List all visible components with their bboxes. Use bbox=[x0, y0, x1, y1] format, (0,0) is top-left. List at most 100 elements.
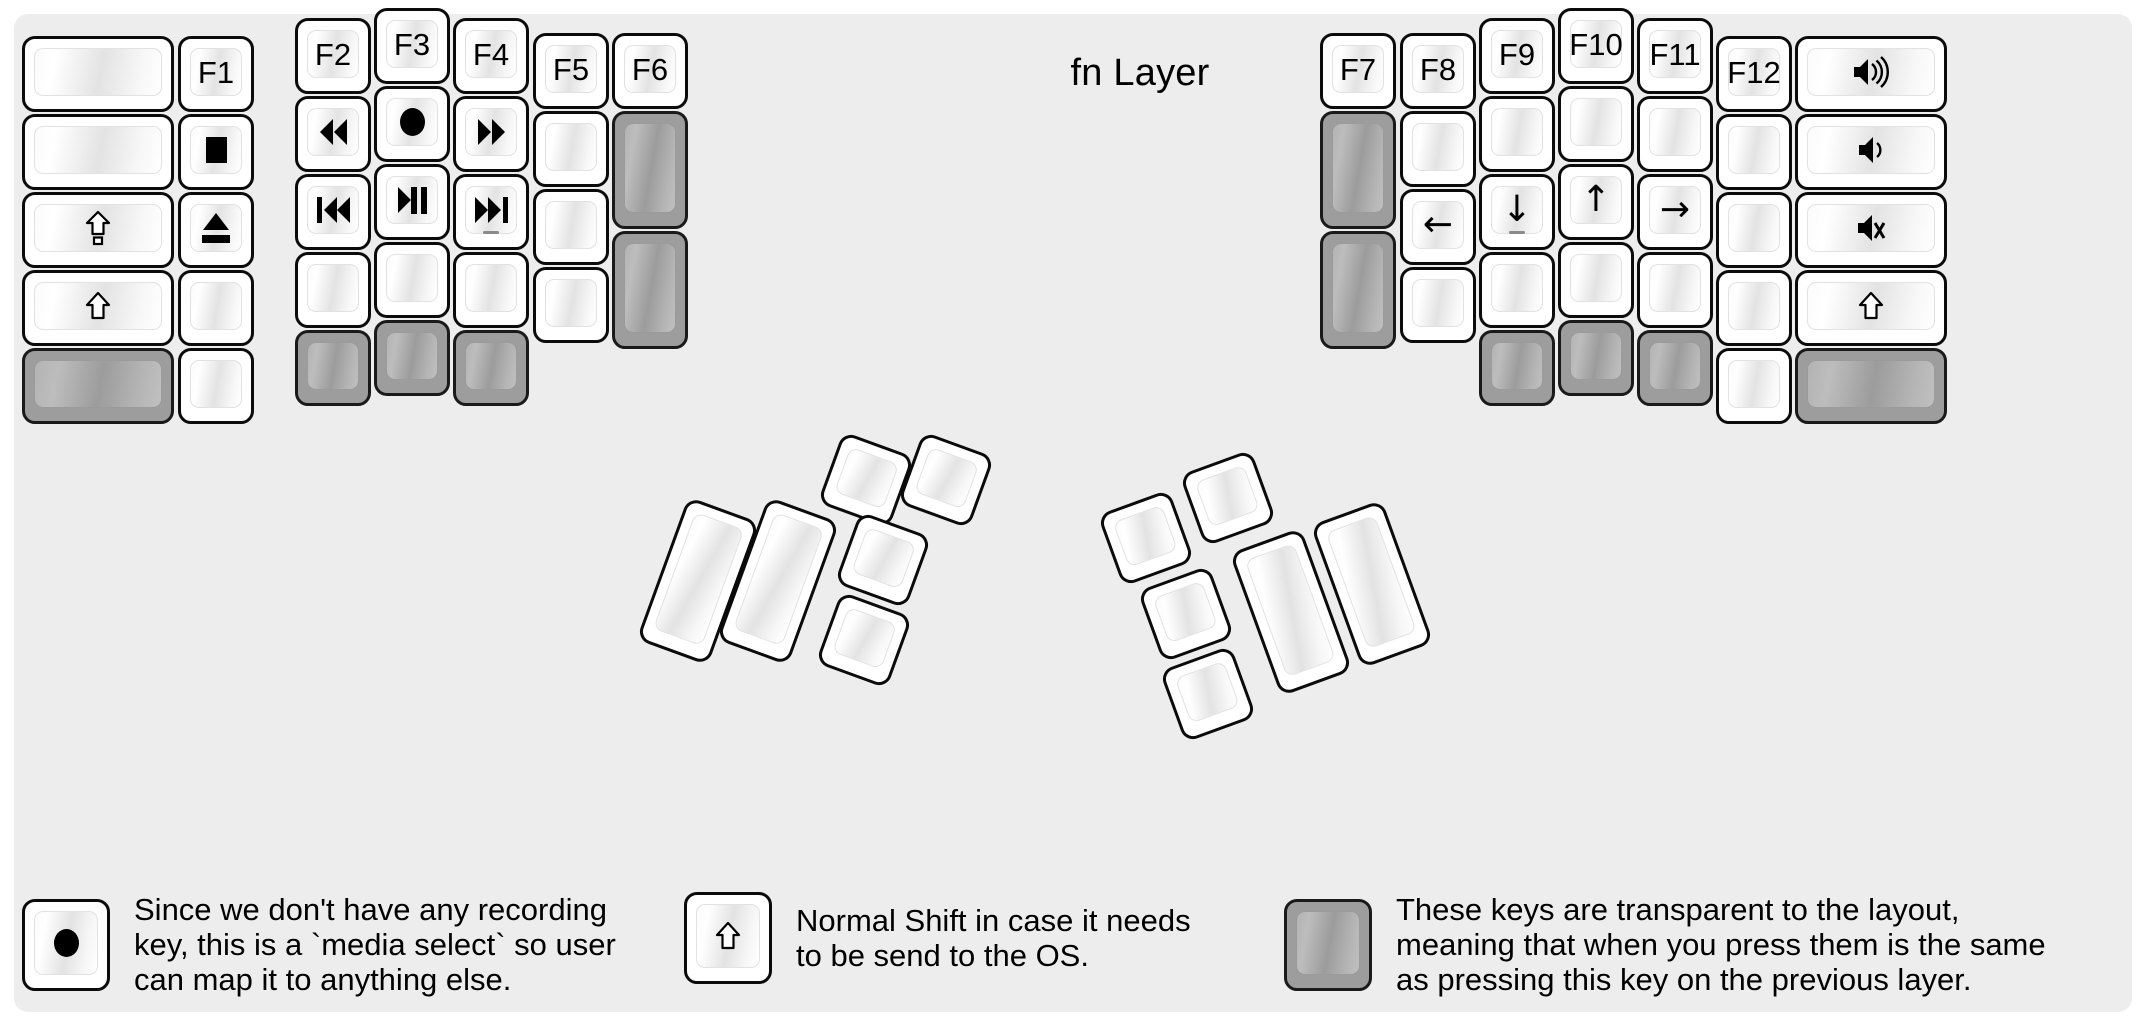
key-caps-lock-shift[interactable] bbox=[22, 192, 174, 268]
legend: Since we don't have any recording key, t… bbox=[0, 862, 2146, 1026]
key-f2[interactable]: F2 bbox=[295, 18, 371, 94]
key-blank[interactable] bbox=[22, 114, 174, 190]
key-f4[interactable]: F4 bbox=[453, 18, 529, 94]
keycap-face bbox=[1332, 243, 1384, 333]
keycap-face bbox=[465, 264, 517, 312]
keycap-face bbox=[190, 204, 242, 252]
key-previous-track[interactable] bbox=[295, 174, 371, 250]
keycap-face bbox=[1649, 108, 1701, 156]
key-blank[interactable] bbox=[374, 242, 450, 318]
volume-mute-icon bbox=[1858, 215, 1886, 241]
key-blank[interactable] bbox=[533, 111, 609, 187]
key-f9[interactable]: F9 bbox=[1479, 18, 1555, 94]
key-arrow-left[interactable]: ← bbox=[1400, 189, 1476, 265]
key-f3[interactable]: F3 bbox=[374, 8, 450, 84]
key-arrow-up[interactable]: ↑ bbox=[1558, 164, 1634, 240]
key-stop[interactable] bbox=[178, 114, 254, 190]
key-blank[interactable] bbox=[1479, 252, 1555, 328]
keycap-face bbox=[1728, 282, 1780, 330]
keycap-face bbox=[1412, 123, 1464, 171]
key-transparent[interactable] bbox=[295, 330, 371, 406]
record-icon bbox=[53, 928, 79, 957]
key-blank[interactable] bbox=[453, 252, 529, 328]
key-blank[interactable] bbox=[1558, 242, 1634, 318]
keycap-face: F11 bbox=[1649, 30, 1701, 78]
key-fast-forward[interactable] bbox=[453, 96, 529, 172]
previous-track-icon bbox=[316, 197, 350, 223]
key-blank[interactable] bbox=[1637, 96, 1713, 172]
keycap-face bbox=[307, 264, 359, 312]
key-eject[interactable] bbox=[178, 192, 254, 268]
next-track-icon bbox=[474, 197, 508, 223]
arrow-left-icon: ← bbox=[1422, 204, 1454, 245]
shift-icon bbox=[85, 291, 111, 320]
key-f5[interactable]: F5 bbox=[533, 33, 609, 109]
key-transparent[interactable] bbox=[1558, 320, 1634, 396]
keycap-face bbox=[1570, 98, 1622, 146]
keycap-label: F9 bbox=[1498, 36, 1536, 72]
keycap-face bbox=[34, 360, 162, 408]
keycap-face bbox=[624, 123, 676, 213]
key-arrow-right[interactable]: → bbox=[1637, 174, 1713, 250]
key-next-track[interactable] bbox=[453, 174, 529, 250]
key-blank[interactable] bbox=[1716, 348, 1792, 424]
key-blank[interactable] bbox=[22, 36, 174, 112]
key-blank[interactable] bbox=[1558, 86, 1634, 162]
keycap-face bbox=[834, 446, 900, 510]
key-blank[interactable] bbox=[178, 270, 254, 346]
key-transparent[interactable] bbox=[1320, 111, 1396, 229]
key-record[interactable] bbox=[374, 86, 450, 162]
key-f12[interactable]: F12 bbox=[1716, 36, 1792, 112]
key-transparent[interactable] bbox=[1320, 231, 1396, 349]
key-blank[interactable] bbox=[1716, 192, 1792, 268]
key-blank[interactable] bbox=[1716, 114, 1792, 190]
keycap-face bbox=[545, 201, 597, 249]
keycap-face: ← bbox=[1412, 201, 1464, 249]
keycap-face bbox=[1649, 264, 1701, 312]
key-transparent[interactable] bbox=[1637, 330, 1713, 406]
keycap-face bbox=[1728, 360, 1780, 408]
key-transparent[interactable] bbox=[1795, 348, 1947, 424]
key-blank[interactable] bbox=[1637, 252, 1713, 328]
key-transparent[interactable] bbox=[453, 330, 529, 406]
key-volume-mute[interactable] bbox=[1795, 192, 1947, 268]
key-transparent[interactable] bbox=[374, 320, 450, 396]
key-transparent[interactable] bbox=[22, 348, 174, 424]
key-volume-down[interactable] bbox=[1795, 114, 1947, 190]
key-blank[interactable] bbox=[533, 189, 609, 265]
key-play-pause[interactable] bbox=[374, 164, 450, 240]
key-f11[interactable]: F11 bbox=[1637, 18, 1713, 94]
key-f8[interactable]: F8 bbox=[1400, 33, 1476, 109]
keycap-face: F9 bbox=[1491, 30, 1543, 78]
key-f7[interactable]: F7 bbox=[1320, 33, 1396, 109]
keycap-face: F5 bbox=[545, 45, 597, 93]
key-blank[interactable] bbox=[1400, 267, 1476, 343]
key-shift[interactable] bbox=[1795, 270, 1947, 346]
key-f10[interactable]: F10 bbox=[1558, 8, 1634, 84]
key-blank[interactable] bbox=[1479, 96, 1555, 172]
key-shift[interactable] bbox=[22, 270, 174, 346]
key-blank[interactable] bbox=[178, 348, 254, 424]
key-transparent[interactable] bbox=[1479, 330, 1555, 406]
keycap-face bbox=[1112, 504, 1178, 568]
legend-item: Since we don't have any recording key, t… bbox=[22, 892, 662, 997]
key-transparent[interactable] bbox=[612, 111, 688, 229]
key-f1[interactable]: F1 bbox=[178, 36, 254, 112]
keycap-face bbox=[34, 126, 162, 174]
key-blank[interactable] bbox=[1716, 270, 1792, 346]
keycap-face: F8 bbox=[1412, 45, 1464, 93]
key-volume-up[interactable] bbox=[1795, 36, 1947, 112]
key-blank[interactable] bbox=[295, 252, 371, 328]
keycap-face bbox=[1152, 580, 1218, 644]
key-blank[interactable] bbox=[533, 267, 609, 343]
key-f6[interactable]: F6 bbox=[612, 33, 688, 109]
keycap-face bbox=[34, 204, 162, 252]
keycap-face bbox=[1332, 123, 1384, 213]
key-rewind[interactable] bbox=[295, 96, 371, 172]
keycap-face: F3 bbox=[386, 20, 438, 68]
key-transparent[interactable] bbox=[612, 231, 688, 349]
key-arrow-down[interactable]: ↓ bbox=[1479, 174, 1555, 250]
key-blank[interactable] bbox=[1400, 111, 1476, 187]
page-title: fn Layer bbox=[1070, 52, 1210, 94]
keycap-face bbox=[307, 108, 359, 156]
